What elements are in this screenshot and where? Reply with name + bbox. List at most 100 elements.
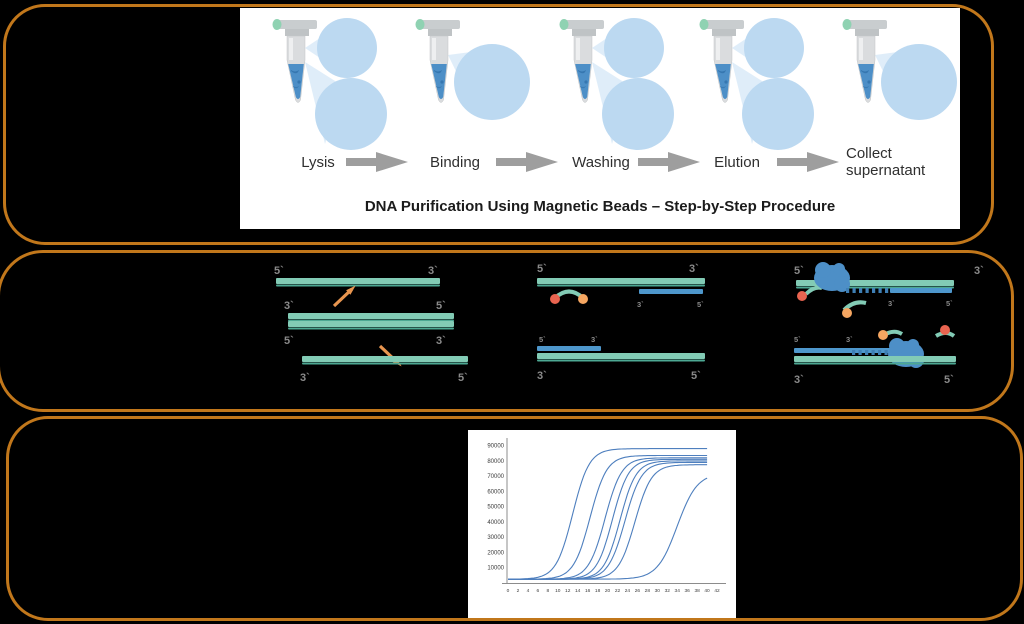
x-tick-label: 40 [704,588,710,594]
probe-icon [550,289,588,304]
y-tick-label: 80000 [487,459,504,465]
prime-label: 3` [591,335,598,344]
prime-label: 3` [888,299,895,308]
y-tick-label: 90000 [487,444,504,450]
prime-label: 5` [691,370,701,382]
tube-cap-dot-icon [415,19,425,30]
prime-label: 5` [436,300,446,312]
fluorophore-dot-icon [940,325,950,335]
x-tick-label: 12 [565,588,571,594]
prime-label: 3` [537,370,547,382]
prime-label: 3` [284,300,294,312]
prime-label: 5` [697,300,704,309]
x-tick-label: 34 [675,588,681,594]
y-tick-label: 20000 [487,550,504,556]
template-strand-icon [537,278,705,287]
tube-cap-dot-icon [272,19,282,30]
zoom-circle-icon [602,78,674,150]
prime-label: 5` [946,299,953,308]
zoom-circle-icon [454,44,530,120]
x-tick-label: 16 [585,588,591,594]
figure-caption: DNA Purification Using Magnetic Beads – … [364,198,836,215]
primer-icon [537,346,601,351]
tube-liquid [858,64,874,99]
tube-liquid [431,64,447,99]
primer-icon [890,288,952,293]
x-tick-label: 2 [517,588,520,594]
prime-label: 3` [689,263,699,275]
step-label-lysis: Lysis [301,154,335,171]
amplification-curve-curve-8 [508,477,708,580]
step-icon-elution [699,18,814,150]
zoom-circle-icon [744,18,804,78]
fluorophore-dot-icon [550,294,560,304]
x-tick-label: 38 [694,588,700,594]
x-tick-label: 10 [555,588,561,594]
prime-label: 3` [436,335,446,347]
prime-label: 5` [944,374,954,386]
microcentrifuge-tube-icon [415,19,460,103]
flow-arrow-icon [346,152,408,172]
flow-arrow-icon [777,152,839,172]
x-tick-label: 32 [665,588,671,594]
tube-cap-dot-icon [699,19,709,30]
y-tick-label: 40000 [487,520,504,526]
zoom-circle-icon [604,18,664,78]
template-strand-icon [302,356,468,365]
quencher-dot-icon [578,294,588,304]
flow-arrow-icon [496,152,558,172]
prime-label: 5` [274,265,284,277]
prime-label: 3` [428,265,438,277]
purification-steps-row [240,10,960,156]
pcr-extension-diagram: 5`3`3`5`5`3`3`5` [794,262,984,386]
template-strand-icon [794,356,956,365]
prime-label: 3` [637,300,644,309]
prime-label: 5` [539,335,546,344]
x-tick-label: 0 [507,588,510,594]
tube-cap-dot-icon [559,19,569,30]
tube-cap-dot-icon [842,19,852,30]
quencher-dot-icon [878,330,888,340]
pcr-denaturation-diagram: 5` 3` 3` 5` 5` 3` 3` 5` [274,265,468,384]
step-label-collect-supernatant: Collect supernatant [846,145,926,179]
x-tick-label: 18 [595,588,601,594]
tube-liquid [575,64,591,99]
x-tick-label: 26 [635,588,641,594]
pcr-panel: 5` 3` 3` 5` 5` 3` 3` 5` 5` 3` 3` 5` 5` 3` 3` 5` 5` 3` 3`… [0,250,1014,412]
microcentrifuge-tube-icon [842,19,887,103]
microcentrifuge-tube-icon [699,19,744,103]
step-label-binding: Binding [429,154,481,171]
fluorophore-dot-icon [797,291,807,301]
x-tick-label: 28 [645,588,651,594]
prime-label: 5` [458,372,468,384]
prime-label: 5` [537,263,547,275]
quencher-dot-icon [842,308,852,318]
x-tick-label: 36 [684,588,690,594]
x-tick-label: 8 [546,588,549,594]
prime-label: 5` [794,265,804,277]
step-icon-lysis [272,18,387,150]
prime-label: 3` [300,372,310,384]
template-strand-icon [537,353,705,362]
x-tick-label: 14 [575,588,581,594]
x-tick-label: 6 [537,588,540,594]
prime-label: 5` [284,335,294,347]
amplification-plot-svg: 1000020000300004000050000600007000080000… [468,430,736,618]
prime-label: 3` [974,265,984,277]
step-icon-washing [559,18,674,150]
base-pairing-dashes-icon [846,288,889,293]
released-probe-icon [804,285,823,296]
y-tick-label: 30000 [487,535,504,541]
microcentrifuge-tube-icon [272,19,317,103]
microcentrifuge-tube-icon [559,19,604,103]
x-tick-label: 20 [605,588,611,594]
x-tick-label: 4 [527,588,530,594]
prime-label: 3` [846,335,853,344]
step-icon-collect-supernatant [842,19,957,120]
prime-label: 5` [794,335,801,344]
x-tick-label: 42 [714,588,720,594]
